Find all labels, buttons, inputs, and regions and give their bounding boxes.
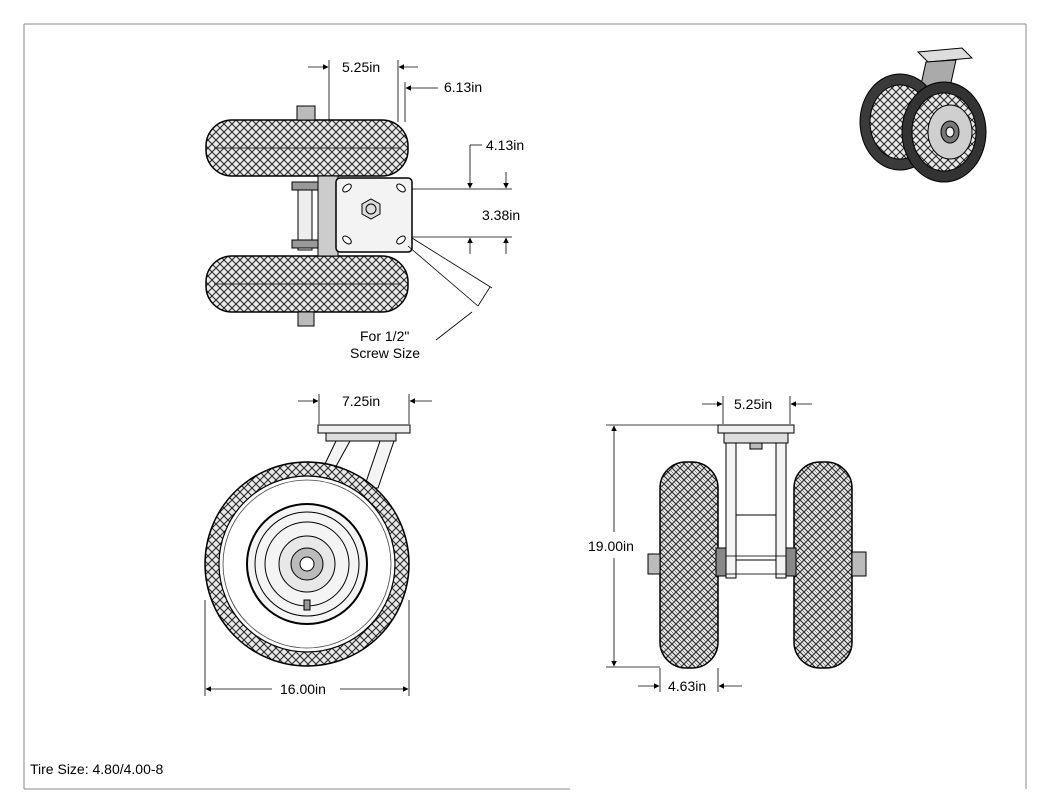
front-overall-height-dimension: 19.00in — [588, 424, 718, 668]
top-view-axle — [291, 175, 339, 257]
isometric-caster-thumbnail — [859, 47, 987, 183]
side-view-wheel — [204, 461, 410, 667]
top-bolt-spacing-label: 3.38in — [482, 207, 520, 223]
front-view: 5.25in 19.00in 4.63in — [588, 396, 867, 694]
front-tread-width-dimension: 4.63in — [638, 668, 742, 694]
screw-note-line2: Screw Size — [350, 345, 420, 361]
top-axle-offset-label: 5.25in — [342, 59, 380, 75]
front-view-left-tire — [647, 461, 727, 669]
side-plate-length-dimension: 7.25in — [298, 393, 432, 424]
side-view-plate — [317, 424, 411, 489]
top-plate-width-label: 4.13in — [486, 137, 524, 153]
sheet-border — [23, 23, 1027, 790]
top-plate — [335, 177, 413, 253]
tire-size-note: Tire Size: 4.80/4.00-8 — [30, 761, 164, 777]
front-view-right-tire — [785, 461, 867, 669]
screw-note-line1: For 1/2" — [360, 328, 409, 344]
top-plate-width-dimension: 4.13in — [412, 137, 524, 190]
front-axle-offset-label: 5.25in — [734, 396, 772, 412]
front-overall-height-label: 19.00in — [588, 538, 634, 554]
top-view: 5.25in 6.13in 4.13in 3.38in — [205, 59, 524, 361]
top-bolt-spacing-dimension: 3.38in — [412, 172, 520, 254]
front-tread-width-label: 4.63in — [668, 678, 706, 694]
side-wheel-diameter-dimension: 16.00in — [204, 600, 410, 697]
top-view-upper-tire — [205, 105, 409, 177]
side-plate-length-label: 7.25in — [342, 393, 380, 409]
top-swivel-offset-dimension: 6.13in — [404, 79, 482, 122]
top-axle-offset-dimension: 5.25in — [308, 59, 418, 122]
side-view: 7.25in 16.00in — [204, 393, 432, 697]
top-view-lower-tire — [205, 255, 409, 327]
top-swivel-offset-label: 6.13in — [444, 79, 482, 95]
screw-size-leader: For 1/2" Screw Size — [350, 237, 493, 361]
front-axle-offset-dimension: 5.25in — [702, 396, 812, 424]
side-wheel-diameter-label: 16.00in — [280, 681, 326, 697]
